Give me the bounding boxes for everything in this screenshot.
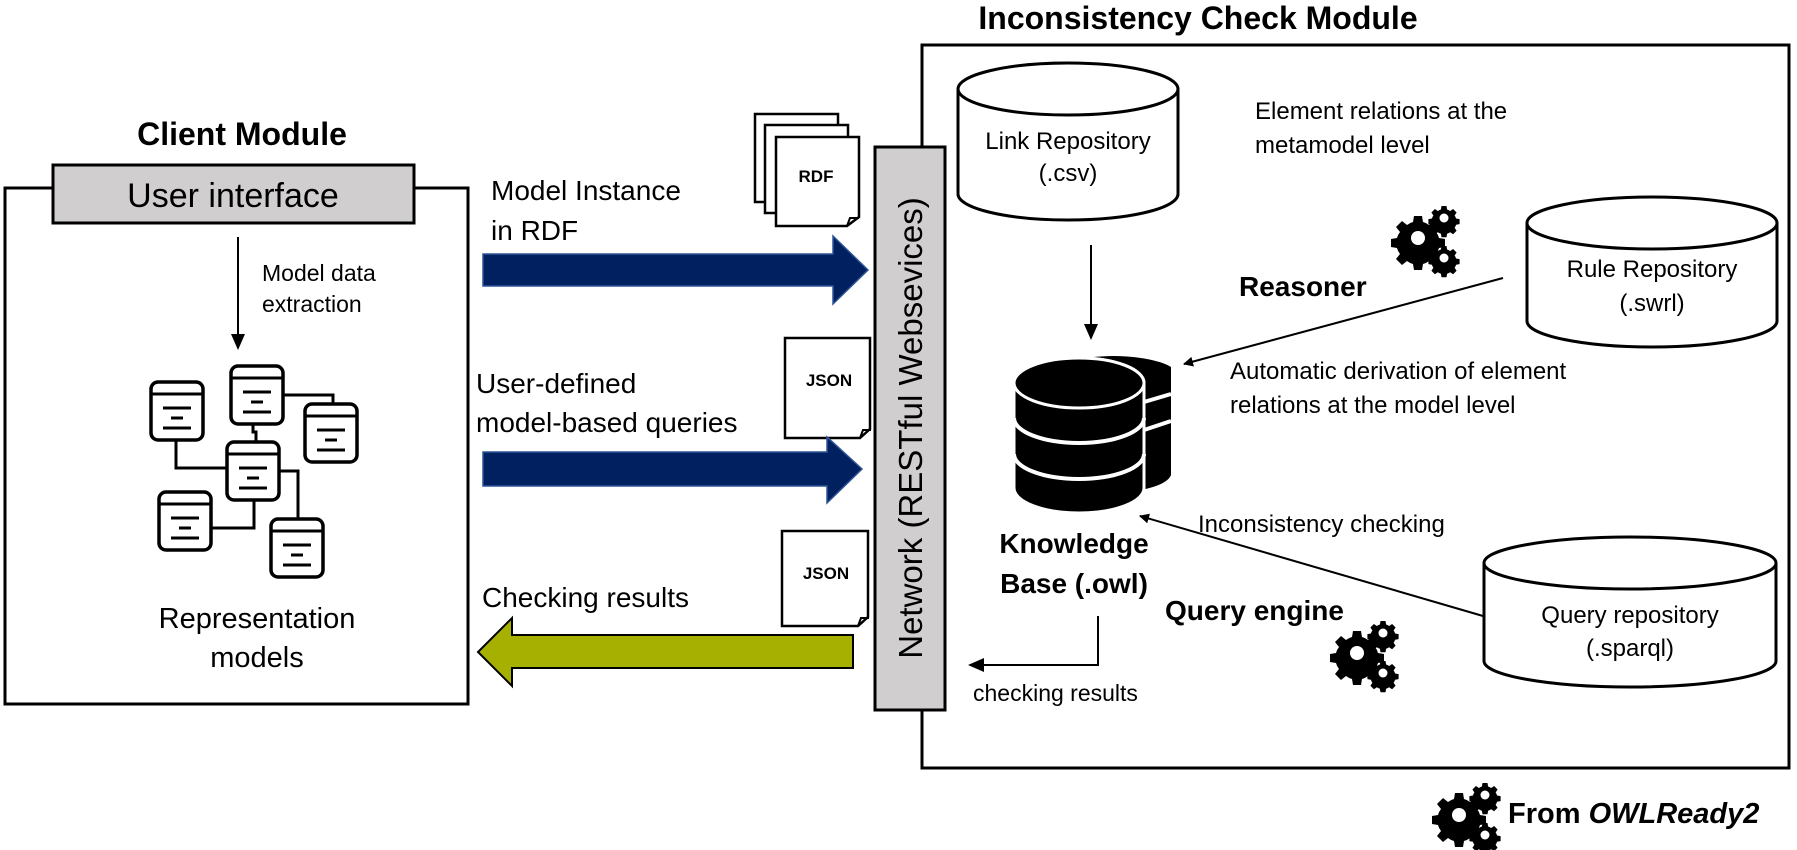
legend: From OWLReady2	[1432, 783, 1759, 850]
check-module-title: Inconsistency Check Module	[978, 0, 1417, 36]
model-card-icon	[225, 440, 281, 502]
network-bar-overlay	[873, 145, 947, 712]
rule-to-kb-arrow	[1183, 277, 1504, 367]
reasoner-label: Reasoner	[1239, 271, 1367, 302]
extraction-label-line1: Model data	[262, 260, 376, 286]
link-note-line1: Element relations at the	[1255, 98, 1507, 125]
inconsistency-check-module: Inconsistency Check Module Network (REST…	[873, 0, 1791, 770]
model-card-icon	[149, 380, 205, 442]
model-card-icon	[229, 364, 285, 426]
legend-source: OWLReady2	[1589, 798, 1760, 830]
results-label: Checking results	[482, 582, 689, 613]
rdf-document-label: RDF	[799, 167, 834, 186]
client-module: Client Module User interface Model data …	[3, 116, 470, 706]
link-repository-label-line1: Link Repository	[985, 128, 1150, 155]
user-interface-box	[51, 163, 416, 225]
results-arrow	[476, 615, 854, 689]
query-repository	[1482, 535, 1778, 689]
rule-repository-label-line1: Rule Repository	[1567, 256, 1738, 283]
json-document-icon	[783, 336, 872, 440]
link-note-line2: metamodel level	[1255, 132, 1430, 159]
link-repository-label-line2: (.csv)	[1039, 160, 1098, 187]
query-repository-label-line2: (.sparql)	[1586, 635, 1674, 662]
user-interface-label: User interface	[127, 177, 339, 215]
query-to-kb-arrow	[1139, 513, 1484, 617]
legend-prefix: From	[1508, 798, 1589, 830]
rdf-transfer: Model Instance in RDF RDF	[482, 112, 870, 306]
query-engine-gears-icon	[1330, 621, 1399, 692]
rdf-arrow	[482, 234, 870, 306]
queries-label-line2: model-based queries	[476, 407, 738, 438]
representation-models-icon	[149, 364, 359, 579]
queries-transfer: User-defined model-based queries JSON	[476, 336, 872, 505]
derivation-note-line1: Automatic derivation of element	[1230, 358, 1567, 385]
network-label: Network (RESTful Websevices)	[892, 197, 929, 659]
rule-repository-label-line2: (.swrl)	[1619, 290, 1684, 317]
model-card-icon	[269, 517, 325, 579]
page-fold-icon	[857, 617, 869, 627]
results-transfer: Checking results JSON	[476, 529, 870, 689]
rdf-label-line1: Model Instance	[491, 175, 681, 206]
representation-label-line2: models	[210, 642, 304, 674]
model-card-icon	[303, 402, 359, 464]
queries-label-line1: User-defined	[476, 368, 636, 399]
json-document-icon	[780, 529, 870, 628]
query-repository-label-line1: Query repository	[1541, 602, 1718, 629]
legend-text: From OWLReady2	[1508, 798, 1759, 830]
link-repository	[956, 61, 1180, 222]
representation-label-line1: Representation	[159, 603, 356, 635]
rule-repository	[1525, 195, 1779, 349]
extraction-label-line2: extraction	[262, 291, 362, 317]
queries-document-label: JSON	[806, 371, 852, 390]
knowledge-base-label-line1: Knowledge	[999, 528, 1148, 559]
knowledge-base-label-line2: Base (.owl)	[1000, 568, 1148, 599]
owlready-gears-icon	[1432, 783, 1501, 850]
rdf-document-stack-icon	[753, 112, 861, 228]
derivation-note-line2: relations at the model level	[1230, 392, 1516, 419]
knowledge-base-database-icon	[1012, 356, 1172, 515]
query-engine-label: Query engine	[1165, 595, 1344, 626]
model-card-icon	[157, 490, 213, 552]
rdf-label-line2: in RDF	[491, 215, 578, 246]
page-fold-icon	[859, 429, 871, 439]
results-note: checking results	[973, 680, 1138, 706]
kb-results-arrow	[968, 616, 1099, 672]
inconsistency-note: Inconsistency checking	[1198, 511, 1445, 538]
queries-arrow	[482, 435, 864, 505]
results-document-label: JSON	[803, 564, 849, 583]
reasoner-gears-icon	[1391, 206, 1460, 277]
client-module-title: Client Module	[137, 116, 347, 152]
